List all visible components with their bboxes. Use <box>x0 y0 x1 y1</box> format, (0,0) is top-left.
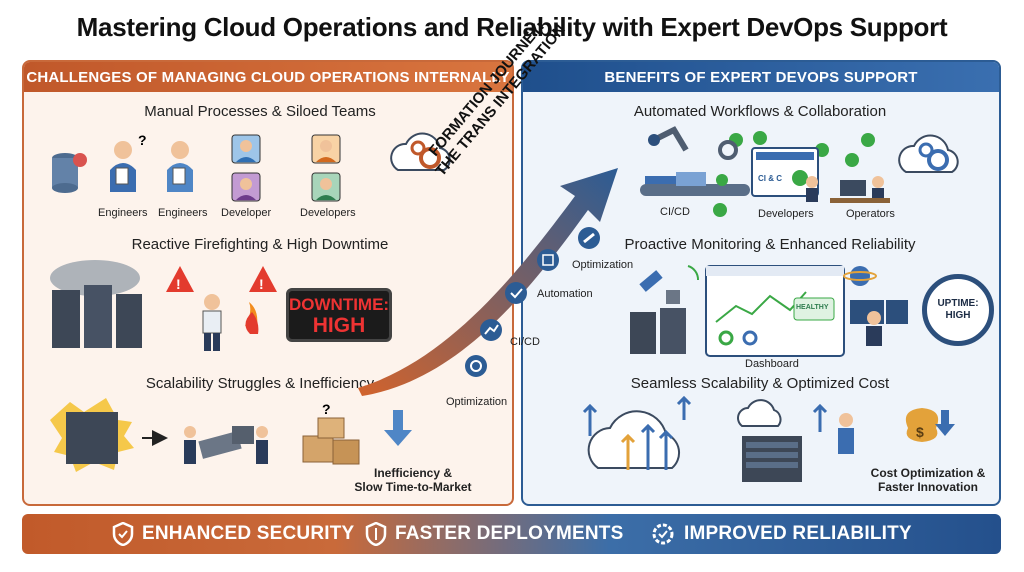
challenges-header: CHALLENGES OF MANAGING CLOUD OPERATIONS … <box>24 62 512 92</box>
downtime-value: HIGH <box>312 314 366 337</box>
inefficiency-caption: Inefficiency & Slow Time-to-Market <box>354 466 472 494</box>
svg-text:$: $ <box>916 424 924 440</box>
step-label-optimization: Optimization <box>572 259 634 271</box>
team-desk-icon <box>806 176 890 203</box>
pill-deployments: FASTER DEPLOYMENTS <box>365 522 623 546</box>
svg-text:?: ? <box>322 401 331 417</box>
optimization-step-icon <box>578 227 600 249</box>
svg-text:!: ! <box>176 276 181 292</box>
cloud-gear-icon <box>898 134 959 173</box>
cicd-step-icon <box>480 319 502 341</box>
developer-icon <box>231 134 261 164</box>
section-title-manual: Manual Processes & Siloed Teams <box>144 103 376 120</box>
downtime-sign: DOWNTIME: HIGH <box>286 288 392 342</box>
engineer-icon <box>167 141 193 192</box>
database-icon <box>52 153 87 193</box>
journey-arrow <box>358 168 618 396</box>
boxes-icon: ? <box>302 401 360 465</box>
down-arrow-icon <box>384 410 412 446</box>
label-operators: Operators <box>846 208 895 220</box>
robot-arm-icon <box>645 126 700 186</box>
servers-icon <box>630 308 686 354</box>
shield-icon <box>365 522 387 546</box>
firefighter-icon <box>202 294 259 351</box>
step-label-cicd: CI/CD <box>510 336 540 348</box>
smoking-servers-icon <box>50 260 142 348</box>
label-engineers: Engineers <box>158 207 208 219</box>
svg-text:!: ! <box>259 276 264 292</box>
developer-icon <box>231 172 261 202</box>
shield-icon <box>112 522 134 546</box>
screen-text: CI & C <box>758 174 782 183</box>
automation-step-icon <box>505 282 527 304</box>
label-developer: Developer <box>221 207 272 219</box>
gear-check-icon <box>652 523 674 545</box>
section-title-scalability: Scalability Struggles & Inefficiency <box>145 375 375 392</box>
satellite-icon <box>639 265 699 304</box>
uptime-clock: UPTIME: HIGH <box>922 274 994 346</box>
engineer-icon: ? <box>110 132 147 192</box>
label-engineers: Engineers <box>98 207 148 219</box>
benefits-bar: ENHANCED SECURITY FASTER DEPLOYMENTS IMP… <box>22 514 1001 554</box>
section-title-monitoring: Proactive Monitoring & Enhanced Reliabil… <box>624 236 916 253</box>
monitor-icon <box>751 147 819 197</box>
dashboard-icon <box>705 265 845 357</box>
cloud-gear-icon <box>390 132 451 171</box>
benefits-header: BENEFITS OF EXPERT DEVOPS SUPPORT <box>523 62 999 92</box>
healthy-badge: HEALTHY <box>796 304 829 311</box>
movers-icon <box>184 426 268 464</box>
section-title-automated: Automated Workflows & Collaboration <box>633 103 887 120</box>
label-cicd: CI/CD <box>660 206 690 218</box>
warning-icon: ! <box>166 266 194 292</box>
gear-icon <box>718 140 738 160</box>
cloud-scale-icon <box>582 395 692 470</box>
report-step-icon <box>537 249 559 271</box>
conveyor-icon <box>640 172 750 196</box>
section-title-firefighting: Reactive Firefighting & High Downtime <box>131 236 389 253</box>
scalable-servers-icon <box>737 399 828 482</box>
label-developers: Developers <box>300 207 356 219</box>
pill-reliability: IMPROVED RELIABILITY <box>650 521 912 547</box>
svg-text:?: ? <box>138 132 147 148</box>
developer-icon <box>311 172 341 202</box>
globe-icon <box>843 266 877 286</box>
label-developers: Developers <box>758 208 814 220</box>
page-title: Mastering Cloud Operations and Reliabili… <box>76 12 948 42</box>
developer-icon <box>311 134 341 164</box>
pill-security: ENHANCED SECURITY <box>112 522 354 546</box>
optimization-step-icon <box>465 355 487 377</box>
cost-caption: Cost Optimization & Faster Innovation <box>870 466 986 494</box>
downtime-label: DOWNTIME: <box>289 295 390 314</box>
pill-label: FASTER DEPLOYMENTS <box>395 523 624 544</box>
check-icon <box>713 131 875 217</box>
person-icon <box>838 413 854 454</box>
step-label-automation: Automation <box>537 288 593 300</box>
step-label-optimization: Optimization <box>446 396 508 408</box>
money-bag-icon: $ <box>905 408 955 442</box>
operator-desk-icon <box>850 300 908 346</box>
section-title-seamless: Seamless Scalability & Optimized Cost <box>630 375 890 392</box>
broken-server-icon <box>50 398 134 472</box>
label-dashboard: Dashboard <box>745 358 799 370</box>
warning-icon: ! <box>249 266 277 292</box>
pill-label: IMPROVED RELIABILITY <box>684 523 912 544</box>
pill-label: ENHANCED SECURITY <box>142 523 355 544</box>
